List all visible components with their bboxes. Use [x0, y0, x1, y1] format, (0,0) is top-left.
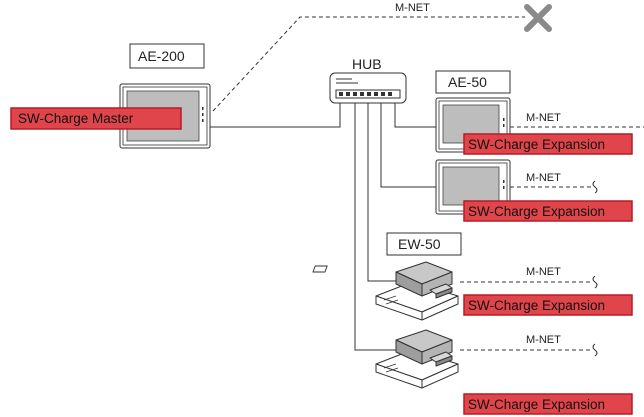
ae200-device: AE-200	[119, 43, 211, 149]
badge-expansion-3	[463, 294, 633, 316]
ae200-hub-cable	[209, 98, 341, 128]
mnet-label: M-NET	[526, 334, 561, 346]
connection-lines	[209, 98, 436, 351]
device-name-ae50: AE-50	[448, 74, 487, 90]
mnet-lines	[212, 16, 644, 351]
mnet-label: M-NET	[526, 266, 561, 278]
mnet-end-marks	[592, 180, 598, 357]
mnet-label: M-NET	[395, 2, 430, 14]
mnet-line-ae200	[212, 16, 525, 112]
disconnected-x-icon	[524, 4, 552, 32]
hub-ew50-2-cable	[354, 102, 400, 351]
squiggle-icon	[592, 275, 598, 289]
badge-expansion-label: SW-Charge Expansion	[468, 204, 605, 219]
hub-ae50-2-cable	[380, 102, 436, 188]
mnet-labels: M-NET M-NET M-NET M-NET M-NET	[395, 2, 561, 346]
device-name-ew50: EW-50	[398, 236, 441, 252]
badge-expansion-2	[463, 200, 633, 222]
badge-expansion-label: SW-Charge Expansion	[468, 137, 605, 152]
squiggle-icon	[592, 343, 598, 357]
hub-label: HUB	[352, 56, 382, 72]
hub-device: HUB	[329, 56, 407, 104]
hub-ports	[339, 92, 392, 96]
squiggle-icon	[592, 180, 598, 194]
device-name-box	[386, 232, 462, 256]
badge-expansion-4	[463, 393, 633, 415]
controller-screen	[442, 166, 500, 206]
device-name-box	[129, 43, 205, 69]
device-name-ae200: AE-200	[138, 48, 185, 64]
license-badges: SW-Charge Master SW-Charge Expansion SW-…	[10, 107, 633, 415]
badge-expansion-1	[463, 133, 633, 155]
hub-ew50-1-cable	[367, 102, 400, 282]
badge-expansion-label: SW-Charge Expansion	[468, 397, 605, 412]
mnet-label: M-NET	[526, 172, 561, 184]
ew50-device-2	[375, 329, 459, 389]
ew50-device-1	[312, 261, 459, 321]
hub-ae50-1-cable	[394, 102, 436, 128]
device-name-box	[435, 70, 511, 94]
mnet-label: M-NET	[526, 112, 561, 124]
badge-master	[10, 107, 182, 130]
badge-master-label: SW-Charge Master	[18, 111, 134, 126]
badge-expansion-label: SW-Charge Expansion	[468, 298, 605, 313]
